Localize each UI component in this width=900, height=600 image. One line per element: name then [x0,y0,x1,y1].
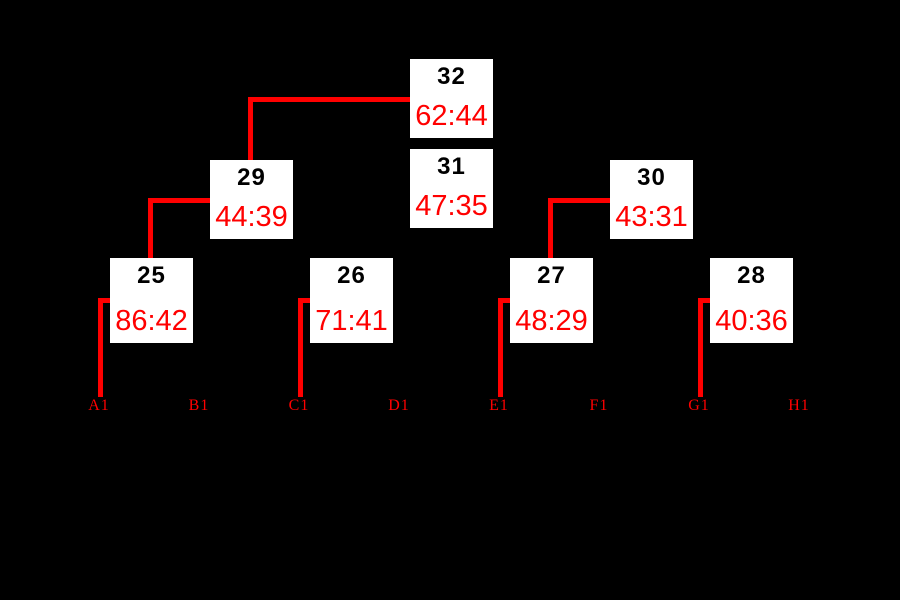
connector-e1-to-27-horizontal [498,298,510,303]
match-box-25: 25 86:42 [110,258,193,343]
match-box-29: 29 44:39 [210,160,293,239]
match-score: 40:36 [715,305,788,337]
slot-label-c1: C1 [288,397,310,414]
connector-29-to-32-horizontal [248,97,410,102]
slot-label-a1: A1 [88,397,110,414]
match-score: 47:35 [415,190,488,222]
match-number: 26 [337,262,366,289]
match-box-28: 28 40:36 [710,258,793,343]
connector-29-to-32-vertical [248,97,253,160]
match-score: 71:41 [315,305,388,337]
match-box-27: 27 48:29 [510,258,593,343]
match-number: 31 [437,153,466,180]
connector-25-to-29-vertical [148,198,153,259]
match-score: 44:39 [215,201,288,233]
slot-label-b1: B1 [188,397,210,414]
match-box-30: 30 43:31 [610,160,693,239]
connector-27-to-30-vertical [548,198,553,259]
match-number: 25 [137,262,166,289]
match-number: 28 [737,262,766,289]
connector-a1-to-25-vertical [98,298,103,397]
connector-e1-to-27-vertical [498,298,503,397]
match-score: 86:42 [115,305,188,337]
match-score: 62:44 [415,100,488,132]
match-score: 43:31 [615,201,688,233]
connector-c1-to-26-horizontal [298,298,310,303]
match-number: 29 [237,164,266,191]
match-box-31: 31 47:35 [410,149,493,228]
match-number: 27 [537,262,566,289]
slot-label-d1: D1 [388,397,410,414]
connector-c1-to-26-vertical [298,298,303,397]
match-box-26: 26 71:41 [310,258,393,343]
match-box-32: 32 62:44 [410,59,493,138]
match-number: 30 [637,164,666,191]
match-score: 48:29 [515,305,588,337]
slot-label-f1: F1 [589,397,609,414]
connector-a1-to-25-horizontal [98,298,110,303]
slot-label-e1: E1 [489,397,509,414]
connector-g1-to-28-horizontal [698,298,710,303]
match-number: 32 [437,63,466,90]
slot-label-g1: G1 [688,397,710,414]
connector-27-to-30-horizontal [548,198,610,203]
slot-label-h1: H1 [788,397,810,414]
connector-25-to-29-horizontal [148,198,210,203]
connector-g1-to-28-vertical [698,298,703,397]
